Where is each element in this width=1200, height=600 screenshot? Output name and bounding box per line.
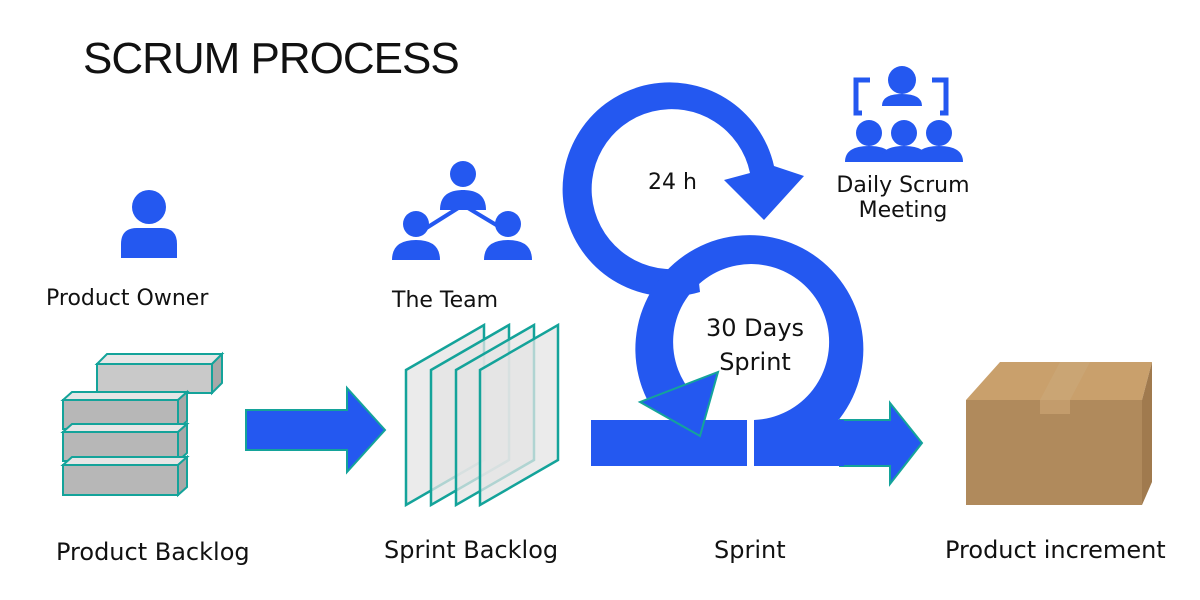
product-owner-label: Product Owner: [46, 286, 209, 311]
daily-meeting-label: Daily Scrum Meeting: [810, 173, 996, 223]
daily-meeting-line1: Daily Scrum: [836, 173, 970, 198]
daily-cycle-label: 24 h: [648, 170, 697, 195]
sprint-cycle-icon: [591, 235, 924, 487]
page-title: SCRUM PROCESS: [83, 34, 460, 83]
cardboard-box-icon: [966, 362, 1152, 505]
sprint-duration-line1: 30 Days: [705, 314, 805, 342]
backlog-stack-icon: [60, 351, 225, 498]
person-icon: [121, 190, 177, 258]
daily-meeting-line2: Meeting: [858, 198, 948, 223]
sprint-backlog-label: Sprint Backlog: [384, 536, 559, 564]
flow-arrow-1: [245, 385, 387, 475]
sprint-label: Sprint: [714, 536, 786, 564]
team-label: The Team: [392, 288, 499, 313]
team-hierarchy-icon: [392, 161, 532, 260]
daily-cycle-arrow-icon: [562, 82, 804, 297]
sprint-sheets-icon: [404, 322, 560, 508]
product-increment-label: Product increment: [945, 536, 1166, 564]
sprint-duration-label: 30 Days Sprint: [680, 311, 830, 379]
meeting-group-icon: [845, 66, 963, 162]
product-backlog-label: Product Backlog: [56, 538, 250, 566]
sprint-duration-line2: Sprint: [719, 348, 791, 376]
